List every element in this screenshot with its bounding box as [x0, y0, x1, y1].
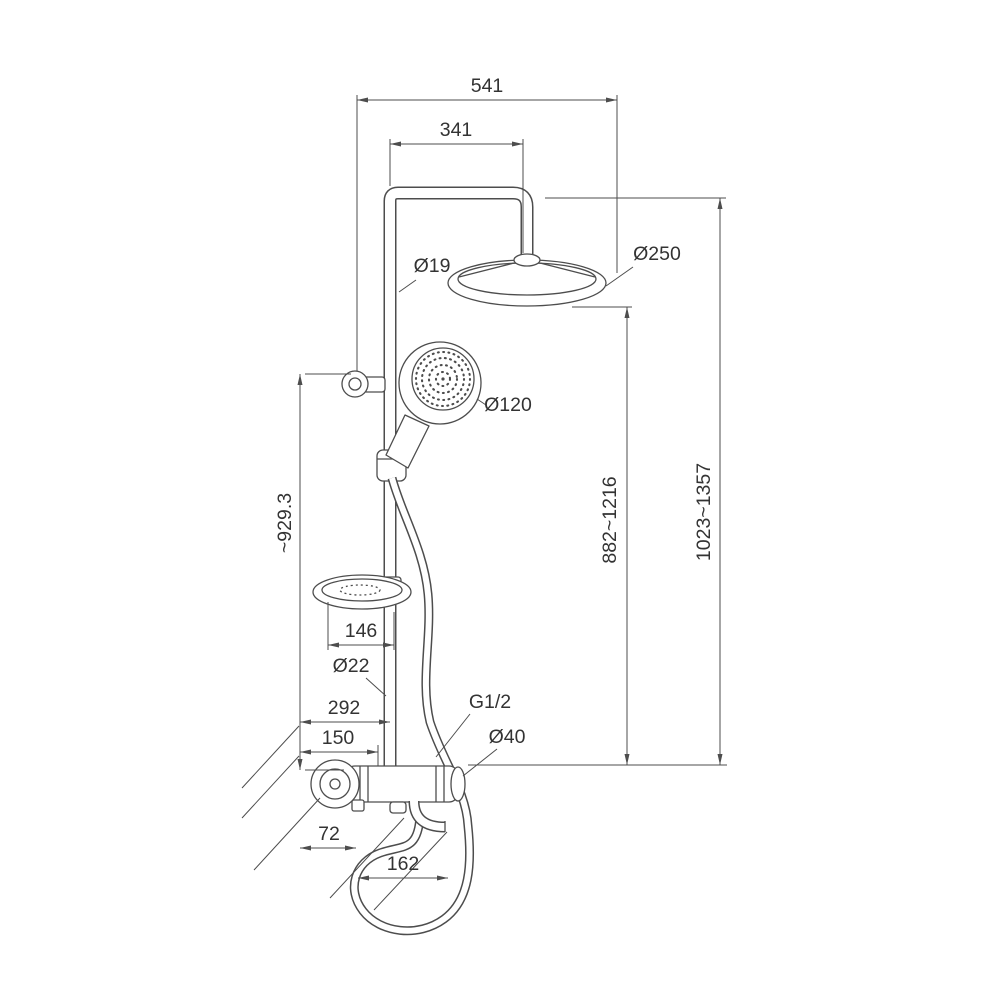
soap-dish: [312, 574, 412, 610]
dim-head-diameter: Ø250: [605, 243, 681, 287]
dim-depth-mid: 150: [300, 727, 379, 766]
dim-body-diameter: Ø40: [462, 726, 526, 777]
dim-label-overall-width: 541: [471, 75, 504, 97]
dim-thread: G1/2: [435, 691, 511, 758]
dim-pipe-diameter: Ø19: [398, 255, 451, 293]
dim-label-depth-mid: 150: [322, 727, 355, 749]
diverter-knob: [389, 801, 407, 814]
dim-arm-projection: 341: [389, 119, 524, 253]
dim-height-inner: 882~1216: [572, 306, 632, 765]
dim-rail-diameter: Ø22: [333, 655, 387, 697]
mixer-valve: [310, 759, 466, 833]
dim-handshower-diameter: Ø120: [476, 394, 532, 416]
dim-label-arm-projection: 341: [440, 119, 473, 141]
dim-label-spout-reach: 162: [387, 853, 420, 875]
mixer-left-handle: [310, 759, 360, 809]
dim-label-soapdish-width: 146: [345, 620, 378, 642]
dim-depth-small: 72: [300, 823, 356, 851]
dim-label-body-diameter: Ø40: [489, 726, 526, 748]
dim-spout-reach: 162: [358, 853, 448, 881]
shower-rail-and-arm: [383, 186, 534, 770]
dim-depth-overall: 292: [300, 697, 390, 725]
dim-label-pipe-diameter: Ø19: [414, 255, 451, 277]
dim-height-overall: 1023~1357: [468, 197, 727, 766]
dim-label-depth-small: 72: [318, 823, 340, 845]
dim-label-rail-length: ~929.3: [274, 493, 296, 553]
dim-label-head-diameter: Ø250: [633, 243, 681, 265]
rail-wall-bracket: [341, 370, 386, 398]
dim-overall-width: 541: [356, 75, 618, 371]
hand-shower: [385, 341, 482, 469]
dim-soapdish-width: 146: [327, 602, 395, 650]
dim-label-height-inner: 882~1216: [599, 476, 621, 563]
dim-label-thread: G1/2: [469, 691, 511, 713]
spray-center-dot: [441, 377, 445, 381]
dim-label-depth-overall: 292: [328, 697, 361, 719]
dim-rail-length: ~929.3: [274, 373, 351, 771]
dim-label-height-overall: 1023~1357: [693, 463, 715, 561]
projection-lines: [241, 725, 448, 911]
mixer-right-cap: [450, 766, 466, 802]
overhead-shower-head: [447, 253, 607, 307]
dim-label-handshower-diameter: Ø120: [484, 394, 532, 416]
shower-hose: [349, 476, 475, 936]
dim-label-rail-diameter: Ø22: [333, 655, 370, 677]
